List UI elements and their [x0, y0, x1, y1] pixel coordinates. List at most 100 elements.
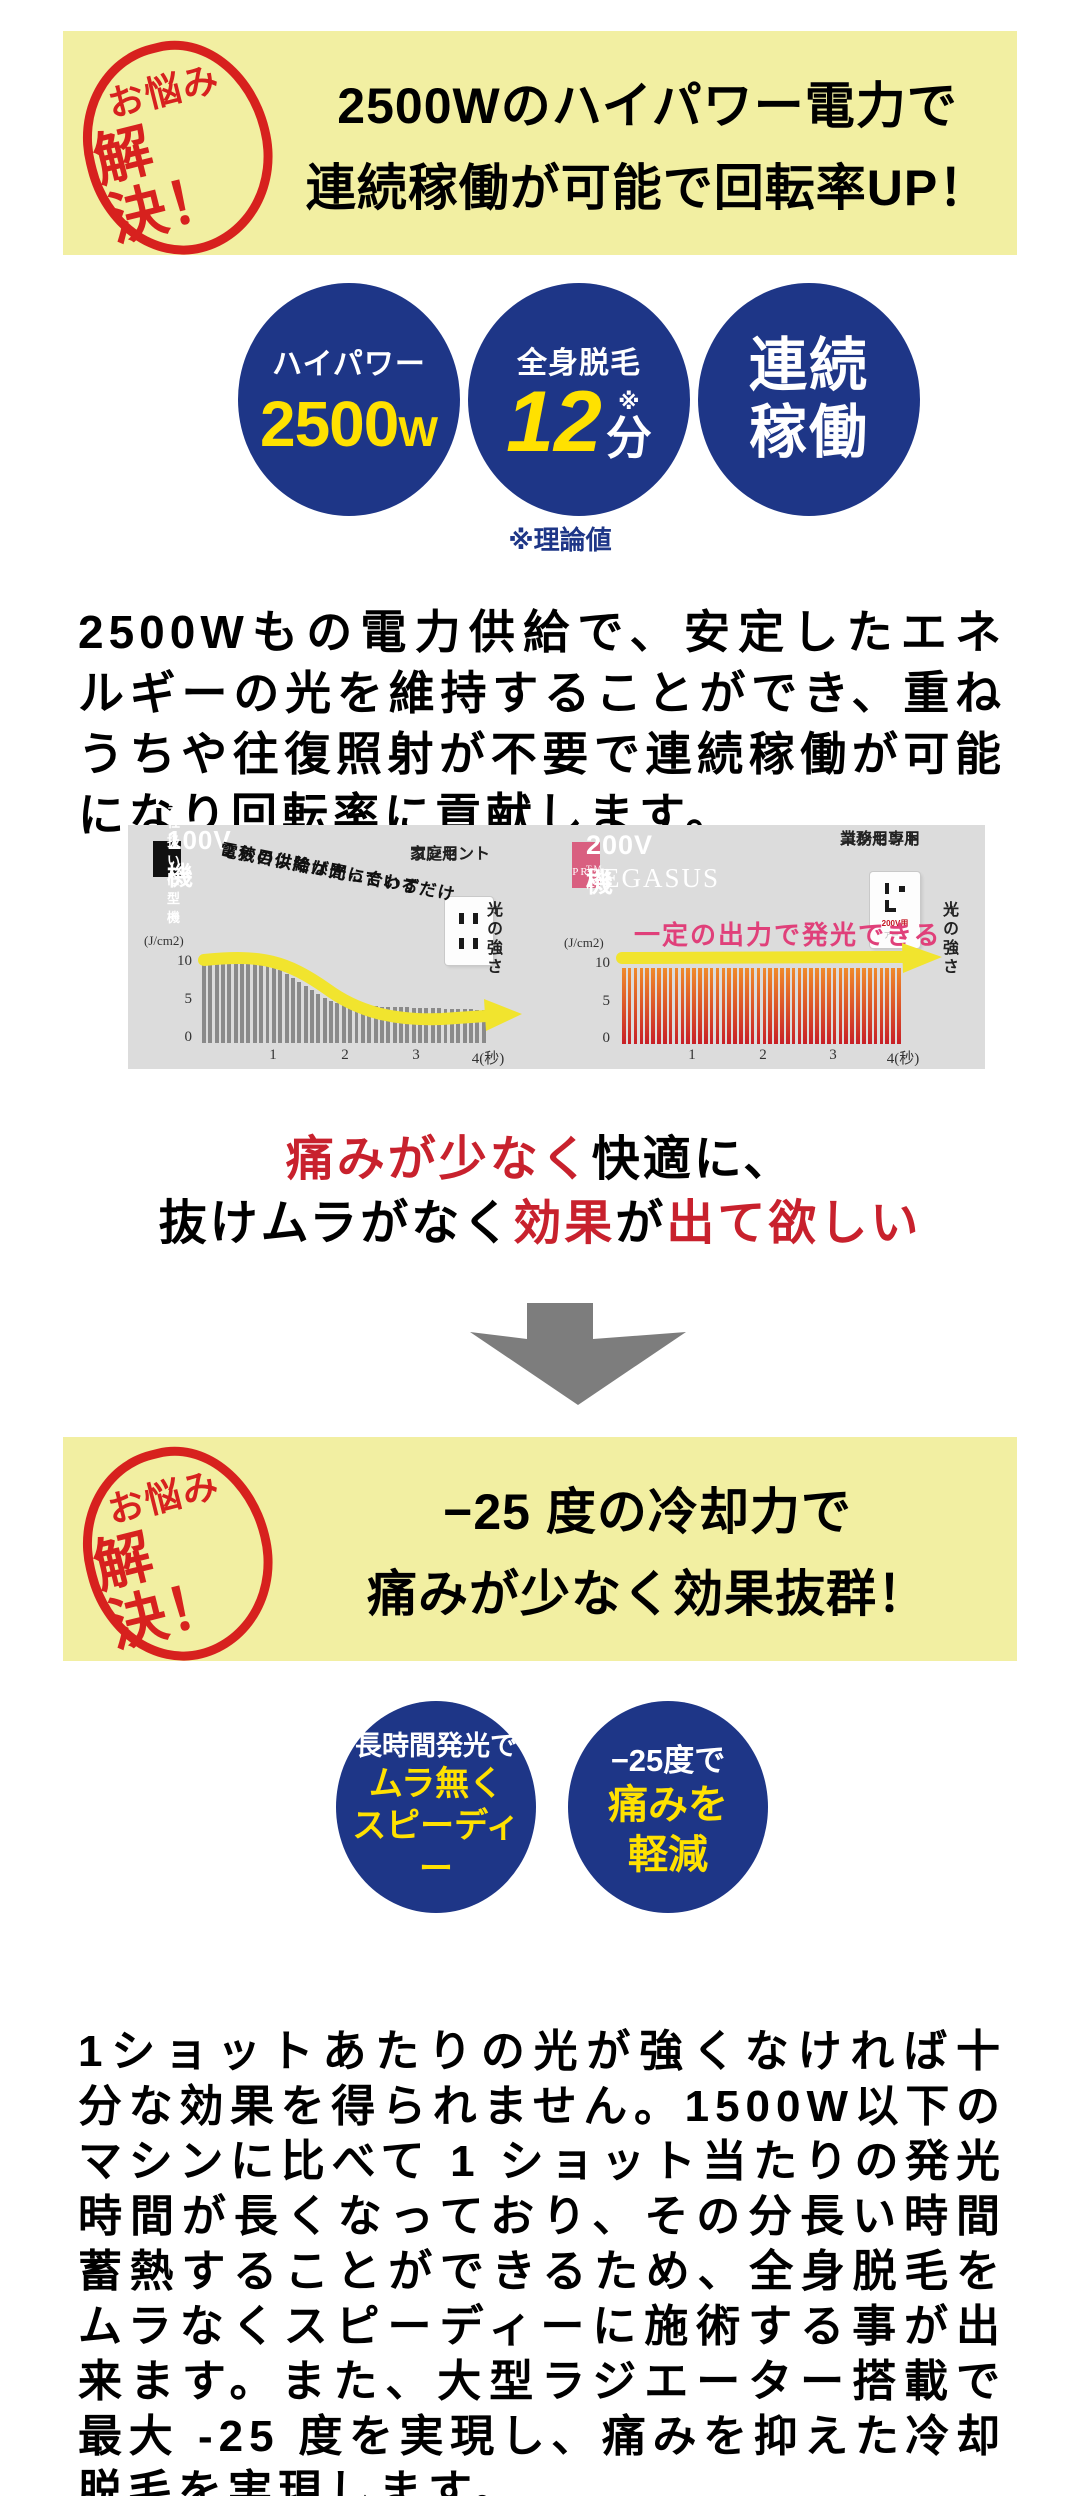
banner2-heading-line1: −25 度の冷却力で — [443, 1484, 852, 1540]
chart-bar — [259, 962, 264, 1043]
constant-yellow-arrow — [616, 943, 942, 973]
down-arrow-icon: ↓ — [943, 901, 960, 921]
chart-bar — [662, 968, 667, 1044]
chart-bar — [303, 986, 308, 1043]
badge-speed-asterisk: ※ — [618, 389, 640, 415]
badge-high-power: ハイパワー 2500 W — [238, 283, 460, 516]
household-outlet-icon — [445, 897, 493, 965]
chart-bar — [430, 1008, 435, 1043]
chart-bar — [744, 968, 749, 1044]
solution-banner-1: お悩み 解決！ 2500Wのハイパワー電力で 連続稼働が可能で回転率UP！ — [61, 21, 1017, 275]
chart-bar — [785, 968, 790, 1044]
chart-bar — [709, 968, 714, 1044]
badge-minus25-pain: −25度で 痛みを 軽減 — [568, 1701, 768, 1913]
badge-even-line1: 長時間発光で — [355, 1730, 517, 1761]
badge-continuous: 連続 稼働 — [698, 283, 920, 516]
badge-power-value-row: 2500 W — [260, 387, 438, 461]
chart-bar — [633, 968, 638, 1044]
voltage-comparison-panel: 100V機 当社扱い旧型機 家庭用 コンセント 電気の供給が間に合わず ２秒目以… — [128, 796, 985, 1069]
chart-bar — [821, 968, 825, 1044]
household-outlet-line2: コンセント — [410, 846, 491, 863]
statement-black1: 快適に、 — [591, 1133, 795, 1186]
chart-bar — [437, 1008, 442, 1043]
badge-speed-label: 全身脱毛 — [517, 346, 641, 380]
brand-sub: PRO — [572, 866, 600, 878]
ytick: 5 — [184, 991, 193, 1007]
chart-bar — [373, 1006, 378, 1043]
statement-line2: 抜けムラがなく効果が出て欲しい — [0, 1192, 1080, 1256]
chart-bar — [449, 1008, 454, 1043]
chart-bar — [774, 968, 778, 1044]
statement-black3: が — [615, 1197, 667, 1250]
outlet-slot — [885, 908, 896, 912]
banner1-heading-line2: 連続稼働が可能で回転率UP！ — [305, 160, 990, 216]
chart-bar — [290, 978, 295, 1043]
up-arrow-icon: ↑ — [943, 901, 960, 921]
chart-bar — [768, 968, 772, 1044]
intensity-label: 光の強さ — [940, 901, 957, 977]
chart-bar — [844, 968, 849, 1044]
chart-bar — [246, 962, 251, 1043]
chart-bar — [316, 994, 321, 1043]
chart-bar — [399, 1007, 403, 1043]
outlet-slot — [899, 886, 905, 892]
chart-bar — [756, 968, 761, 1044]
chart-bar — [680, 968, 685, 1044]
chart-bar — [214, 962, 219, 1043]
statement-black2: 抜けムラがなく — [158, 1197, 514, 1250]
cooling-paragraph: 1ショットあたりの光が強くなければ十分な効果を得られません。1500W以下のマシ… — [78, 2027, 1006, 2496]
statement-red3: 出て欲しい — [666, 1197, 922, 1250]
chart-bar — [360, 1005, 365, 1043]
chart-bar — [233, 962, 238, 1043]
outlet-slot — [459, 938, 464, 949]
chart-bar — [392, 1006, 397, 1043]
chart-bar — [703, 968, 708, 1044]
chart-bar — [481, 1009, 486, 1043]
outlet-slot — [459, 913, 464, 924]
ytick: 10 — [177, 953, 192, 969]
chart-bar — [322, 997, 327, 1043]
badge-full-body-12min: 全身脱毛 12 ※ 分 — [468, 283, 690, 516]
brand-tm: TM — [586, 864, 604, 874]
xtick: 2 — [341, 1047, 349, 1063]
chart-bar — [265, 964, 270, 1043]
statement-red1: 痛みが少なく — [285, 1133, 592, 1186]
statement-line1: 痛みが少なく快適に、 — [0, 1128, 1080, 1192]
chart-bar — [456, 1008, 461, 1043]
chart-bar — [867, 968, 872, 1044]
badge-speed-unit: 分 — [605, 412, 652, 465]
xtick: 3 — [412, 1047, 420, 1063]
xtick: 4(秒) — [886, 1051, 920, 1067]
chart-bar — [791, 968, 796, 1044]
chart-200v-title: 200V機 — [586, 830, 654, 898]
chart-bar — [885, 968, 890, 1044]
badge-power-unit: W — [398, 407, 439, 455]
chart-bar — [879, 968, 884, 1044]
chart-bar — [715, 968, 720, 1044]
chart-bar — [424, 1008, 429, 1043]
banner2-heading-line2: 痛みが少なく効果抜群！ — [367, 1566, 928, 1622]
down-arrow-icon: ↓ — [487, 901, 504, 921]
badge-cool-line2: 痛みを — [608, 1782, 728, 1827]
brand-text: PEGASUS — [586, 863, 721, 893]
chart-bar — [622, 968, 626, 1044]
chart-bar — [418, 1007, 423, 1043]
chart-bar — [227, 962, 232, 1043]
commercial-outlet-line1: 業務用専用 — [840, 831, 921, 848]
chart-bar — [468, 1009, 473, 1043]
household-outlet-line1: 家庭用 — [410, 846, 459, 863]
chart-200v-bars — [622, 965, 903, 1044]
chart-bar — [310, 990, 314, 1043]
power-paragraph: 2500Wもの電力供給で、安定したエネルギーの光を維持することができ、重ねうちや… — [78, 606, 1006, 841]
chart-bar — [475, 1009, 480, 1043]
chart-bar — [832, 968, 837, 1044]
theoretical-value-note: ※理論値 — [508, 525, 612, 555]
chart-bar — [645, 968, 650, 1044]
commercial-outlet-line2: コンセント — [840, 831, 921, 848]
chart-bar — [411, 1007, 416, 1043]
chart-bar — [762, 968, 767, 1044]
chart-bar — [354, 1004, 359, 1043]
ytick: 10 — [595, 955, 610, 971]
chart-bar — [271, 966, 276, 1043]
